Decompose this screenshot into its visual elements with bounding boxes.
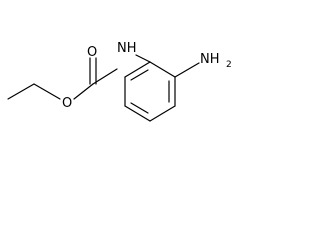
nh-label: NH bbox=[117, 41, 137, 56]
ring-bond-4 bbox=[124, 105, 151, 122]
bond-ch3-ch2 bbox=[7, 83, 35, 100]
bond-c-nh bbox=[92, 68, 118, 85]
ring-bond-6 bbox=[124, 61, 151, 78]
amine-subscript: 2 bbox=[226, 60, 232, 70]
ring-inner-bond-c bbox=[130, 69, 149, 81]
bond-ch2-o bbox=[33, 83, 61, 100]
bond-ring-nh2 bbox=[174, 62, 200, 78]
bond-nh-ring bbox=[135, 54, 151, 63]
ring-bond-1 bbox=[149, 61, 176, 78]
bond-o-carbonyl-c bbox=[73, 83, 94, 100]
ring-bond-3 bbox=[149, 105, 176, 122]
carbonyl-oxygen-label: O bbox=[87, 45, 97, 60]
ethyl-3-aminophenylcarbamate-structure: O O NH NH 2 bbox=[7, 41, 232, 122]
ring-inner-bond-b bbox=[130, 102, 149, 114]
amine-nh-label: NH bbox=[200, 52, 220, 67]
ester-oxygen-label: O bbox=[62, 96, 72, 111]
